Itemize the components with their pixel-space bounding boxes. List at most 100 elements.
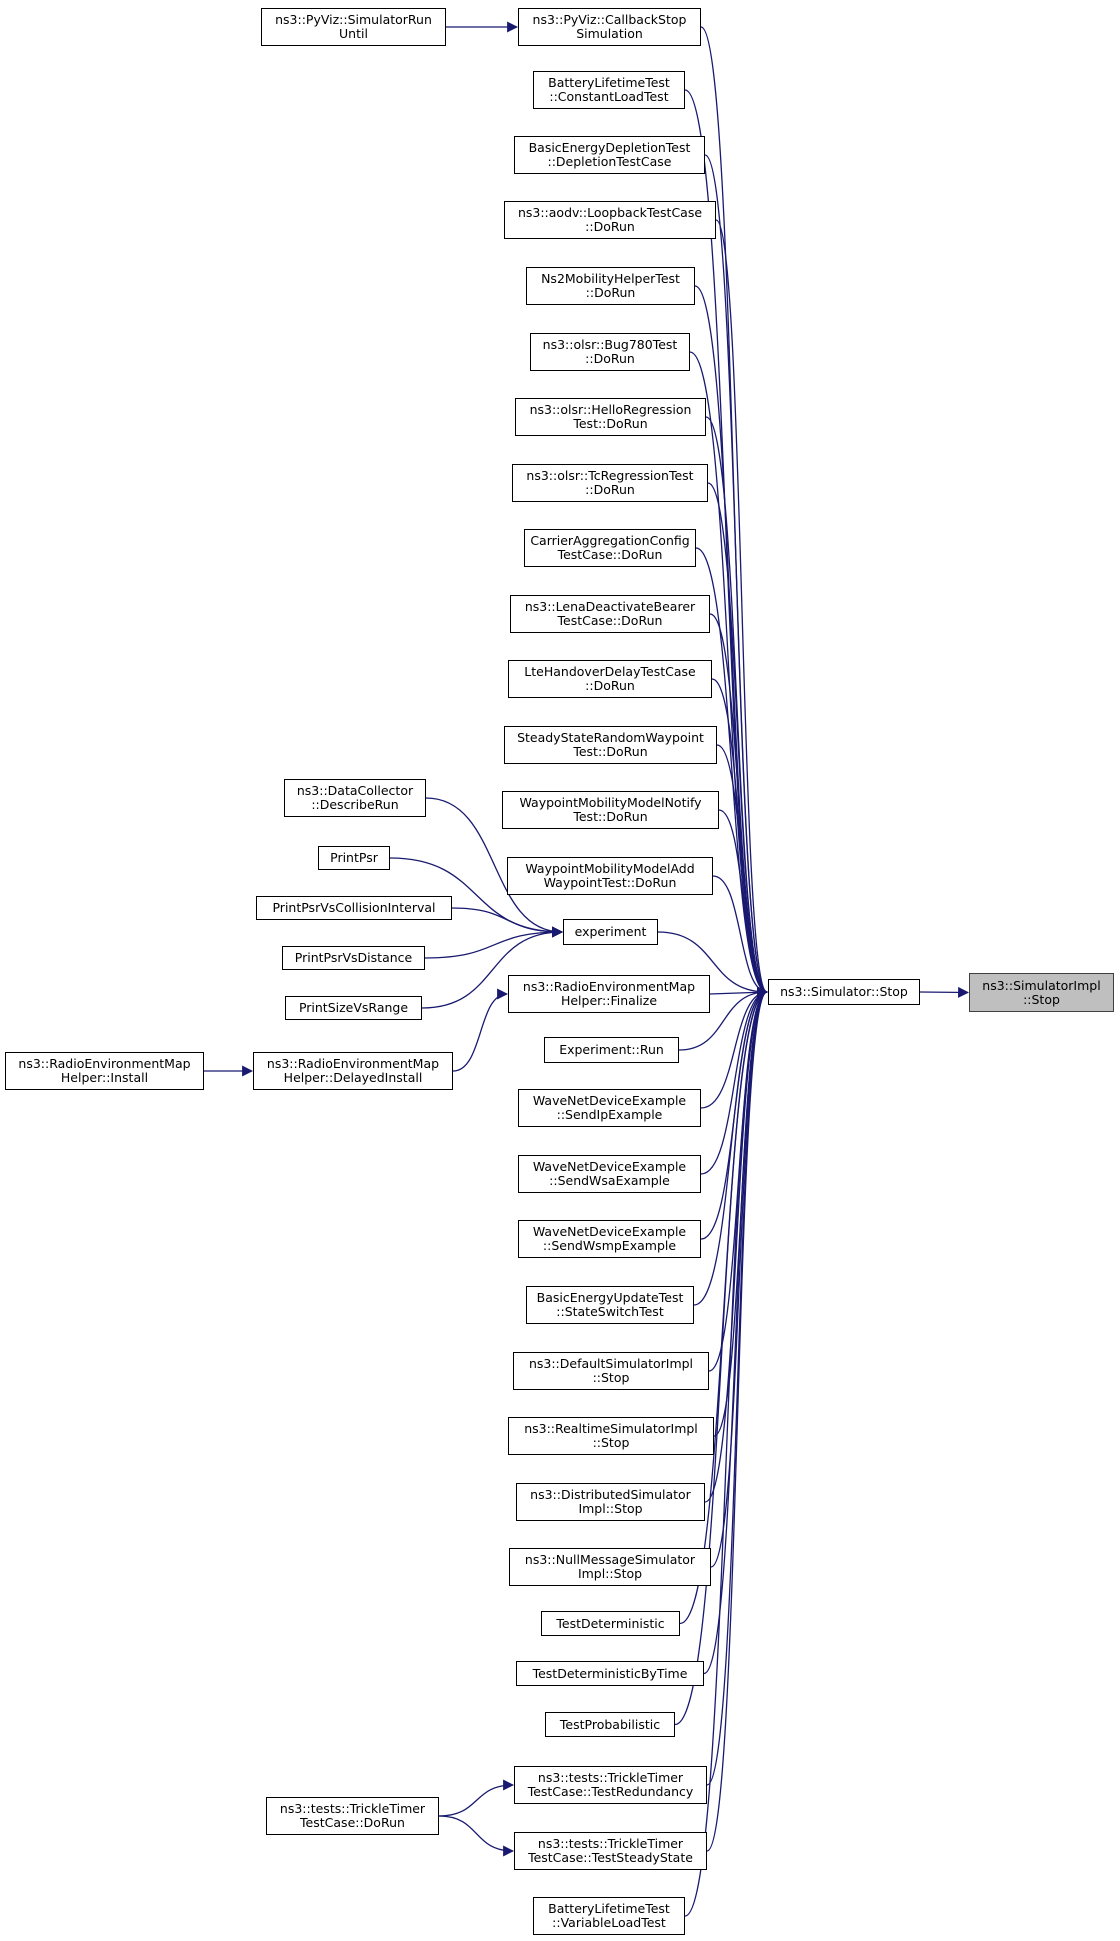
graph-node-battery-constant[interactable]: BatteryLifetimeTest ::ConstantLoadTest: [533, 71, 685, 109]
graph-node-basic-depletion[interactable]: BasicEnergyDepletionTest ::DepletionTest…: [514, 136, 705, 174]
graph-node-print-psr-collision[interactable]: PrintPsrVsCollisionInterval: [256, 896, 452, 920]
graph-node-label: experiment: [574, 924, 647, 939]
graph-node-simulator-stop[interactable]: ns3::Simulator::Stop: [768, 979, 920, 1005]
graph-node-label: WaypointMobilityModelAdd WaypointTest::D…: [525, 861, 695, 890]
graph-node-olsr-hello[interactable]: ns3::olsr::HelloRegression Test::DoRun: [515, 398, 706, 436]
graph-node-label: TestDeterministicByTime: [532, 1665, 688, 1681]
graph-node-label: BatteryLifetimeTest ::ConstantLoadTest: [548, 75, 670, 104]
graph-node-rem-install[interactable]: ns3::RadioEnvironmentMap Helper::Install: [5, 1052, 204, 1090]
graph-node-label: TestDeterministic: [556, 1615, 665, 1631]
graph-node-label: CarrierAggregationConfig TestCase::DoRun: [530, 533, 690, 562]
graph-node-label: ns3::DataCollector ::DescribeRun: [296, 783, 414, 812]
graph-node-label: ns3::RadioEnvironmentMap Helper::Delayed…: [266, 1056, 440, 1085]
graph-node-wave-sendip[interactable]: WaveNetDeviceExample ::SendIpExample: [518, 1089, 701, 1127]
graph-node-label: ns3::DefaultSimulatorImpl ::Stop: [528, 1356, 694, 1385]
edge-data-collector-to-experiment: [425, 797, 564, 938]
graph-node-label: ns3::PyViz::SimulatorRun Until: [275, 12, 432, 41]
graph-node-label: WaveNetDeviceExample ::SendWsmpExample: [532, 1224, 687, 1253]
edge-trickle-steady-to-simulator-stop: [706, 986, 769, 1852]
graph-node-steady-state-rwp[interactable]: SteadyStateRandomWaypoint Test::DoRun: [504, 726, 717, 764]
graph-node-nullmsg-sim-stop[interactable]: ns3::NullMessageSimulator Impl::Stop: [509, 1548, 711, 1586]
graph-node-label: ns3::PyViz::CallbackStop Simulation: [532, 12, 687, 41]
graph-node-rem-delayed-install[interactable]: ns3::RadioEnvironmentMap Helper::Delayed…: [253, 1052, 453, 1090]
graph-node-label: BatteryLifetimeTest ::VariableLoadTest: [548, 1901, 670, 1930]
graph-node-print-size-range[interactable]: PrintSizeVsRange: [285, 996, 422, 1020]
graph-node-basic-energy-update[interactable]: BasicEnergyUpdateTest ::StateSwitchTest: [526, 1286, 694, 1324]
graph-node-label: ns3::olsr::TcRegressionTest ::DoRun: [526, 468, 694, 497]
edge-print-size-range-to-experiment: [421, 926, 564, 1009]
graph-node-label: ns3::tests::TrickleTimer TestCase::DoRun: [279, 1801, 426, 1830]
graph-node-print-psr-distance[interactable]: PrintPsrVsDistance: [282, 946, 425, 970]
graph-node-label: ns3::olsr::Bug780Test ::DoRun: [542, 337, 678, 366]
graph-node-pyviz-callback-stop[interactable]: ns3::PyViz::CallbackStop Simulation: [518, 8, 701, 46]
graph-node-label: BasicEnergyDepletionTest ::DepletionTest…: [528, 140, 691, 169]
graph-node-trickle-doRun[interactable]: ns3::tests::TrickleTimer TestCase::DoRun: [266, 1797, 439, 1835]
edge-experiment-run-to-simulator-stop: [678, 986, 769, 1051]
edge-print-psr-distance-to-experiment: [424, 926, 564, 959]
edge-test-det-by-time-to-simulator-stop: [703, 986, 769, 1675]
graph-node-label: WaveNetDeviceExample ::SendWsaExample: [532, 1159, 687, 1188]
graph-node-realtime-sim-stop[interactable]: ns3::RealtimeSimulatorImpl ::Stop: [508, 1417, 714, 1455]
edge-steady-state-rwp-to-simulator-stop: [716, 744, 769, 998]
graph-node-trickle-steady[interactable]: ns3::tests::TrickleTimer TestCase::TestS…: [514, 1832, 707, 1870]
edge-wave-sendwsa-to-simulator-stop: [700, 986, 769, 1175]
graph-node-wave-sendwsmp[interactable]: WaveNetDeviceExample ::SendWsmpExample: [518, 1220, 701, 1258]
graph-node-print-psr[interactable]: PrintPsr: [318, 846, 390, 870]
graph-node-waypoint-notify[interactable]: WaypointMobilityModelNotify Test::DoRun: [502, 791, 719, 829]
graph-node-olsr-bug780[interactable]: ns3::olsr::Bug780Test ::DoRun: [530, 333, 690, 371]
edge-experiment-to-simulator-stop: [657, 931, 769, 998]
graph-node-trickle-redundancy[interactable]: ns3::tests::TrickleTimer TestCase::TestR…: [514, 1766, 707, 1804]
graph-node-label: ns3::NullMessageSimulator Impl::Stop: [524, 1552, 696, 1581]
graph-node-wave-sendwsa[interactable]: WaveNetDeviceExample ::SendWsaExample: [518, 1155, 701, 1193]
graph-node-label: SteadyStateRandomWaypoint Test::DoRun: [517, 730, 704, 759]
edge-wave-sendip-to-simulator-stop: [700, 986, 769, 1109]
edge-aodv-loopback-to-simulator-stop: [715, 219, 769, 998]
graph-node-label: PrintPsrVsDistance: [294, 950, 413, 965]
graph-node-label: ns3::aodv::LoopbackTestCase ::DoRun: [517, 205, 703, 234]
graph-node-label: ns3::RealtimeSimulatorImpl ::Stop: [524, 1421, 698, 1450]
graph-node-test-probabilistic[interactable]: TestProbabilistic: [545, 1712, 675, 1737]
graph-node-lte-handover[interactable]: LteHandoverDelayTestCase ::DoRun: [508, 660, 712, 698]
graph-node-experiment[interactable]: experiment: [563, 919, 658, 945]
graph-node-data-collector[interactable]: ns3::DataCollector ::DescribeRun: [284, 779, 426, 817]
graph-node-label: PrintSizeVsRange: [298, 1000, 409, 1015]
graph-node-label: PrintPsrVsCollisionInterval: [272, 900, 436, 915]
edge-trickle-doRun-to-trickle-redundancy: [438, 1779, 515, 1817]
graph-node-ns2-mobility[interactable]: Ns2MobilityHelperTest ::DoRun: [526, 267, 695, 305]
graph-node-waypoint-add[interactable]: WaypointMobilityModelAdd WaypointTest::D…: [507, 857, 713, 895]
graph-node-label: PrintPsr: [330, 850, 378, 865]
graph-node-label: WaypointMobilityModelNotify Test::DoRun: [519, 795, 702, 824]
graph-node-lena-deactivate[interactable]: ns3::LenaDeactivateBearer TestCase::DoRu…: [510, 595, 710, 633]
graph-node-label: LteHandoverDelayTestCase ::DoRun: [524, 664, 696, 693]
graph-node-aodv-loopback[interactable]: ns3::aodv::LoopbackTestCase ::DoRun: [504, 201, 716, 239]
graph-node-default-sim-stop[interactable]: ns3::DefaultSimulatorImpl ::Stop: [513, 1352, 709, 1390]
edge-rem-delayed-install-to-rem-finalize: [452, 988, 509, 1072]
graph-node-olsr-tc[interactable]: ns3::olsr::TcRegressionTest ::DoRun: [512, 464, 708, 502]
graph-node-rem-finalize[interactable]: ns3::RadioEnvironmentMap Helper::Finaliz…: [508, 975, 710, 1013]
graph-node-label: BasicEnergyUpdateTest ::StateSwitchTest: [536, 1290, 684, 1319]
graph-node-label: Ns2MobilityHelperTest ::DoRun: [541, 271, 680, 300]
graph-node-label: ns3::olsr::HelloRegression Test::DoRun: [529, 402, 692, 431]
graph-node-simimpl-stop: ns3::SimulatorImpl ::Stop: [969, 973, 1114, 1012]
graph-node-label: ns3::tests::TrickleTimer TestCase::TestR…: [527, 1770, 694, 1799]
edge-print-psr-collision-to-experiment: [451, 907, 564, 938]
graph-node-battery-variable[interactable]: BatteryLifetimeTest ::VariableLoadTest: [533, 1897, 685, 1935]
graph-node-label: ns3::Simulator::Stop: [780, 984, 908, 999]
graph-node-label: ns3::tests::TrickleTimer TestCase::TestS…: [528, 1836, 693, 1865]
graph-node-label: ns3::SimulatorImpl ::Stop: [982, 977, 1101, 1007]
graph-node-test-deterministic[interactable]: TestDeterministic: [541, 1611, 680, 1636]
edge-basic-energy-update-to-simulator-stop: [693, 986, 769, 1306]
graph-node-carrier-agg[interactable]: CarrierAggregationConfig TestCase::DoRun: [524, 529, 696, 567]
graph-node-distributed-sim-stop[interactable]: ns3::DistributedSimulator Impl::Stop: [516, 1483, 705, 1521]
graph-node-label: TestProbabilistic: [559, 1716, 661, 1732]
graph-node-experiment-run[interactable]: Experiment::Run: [544, 1037, 679, 1063]
graph-node-pyviz-run-until[interactable]: ns3::PyViz::SimulatorRun Until: [261, 8, 446, 46]
edge-simulator-stop-to-simimpl-stop: [919, 986, 970, 998]
graph-node-label: ns3::RadioEnvironmentMap Helper::Install: [18, 1056, 191, 1085]
edge-waypoint-notify-to-simulator-stop: [718, 809, 769, 998]
edge-trickle-doRun-to-trickle-steady: [438, 1815, 515, 1857]
edge-trickle-redundancy-to-simulator-stop: [706, 986, 769, 1786]
graph-node-test-det-by-time[interactable]: TestDeterministicByTime: [516, 1661, 704, 1686]
